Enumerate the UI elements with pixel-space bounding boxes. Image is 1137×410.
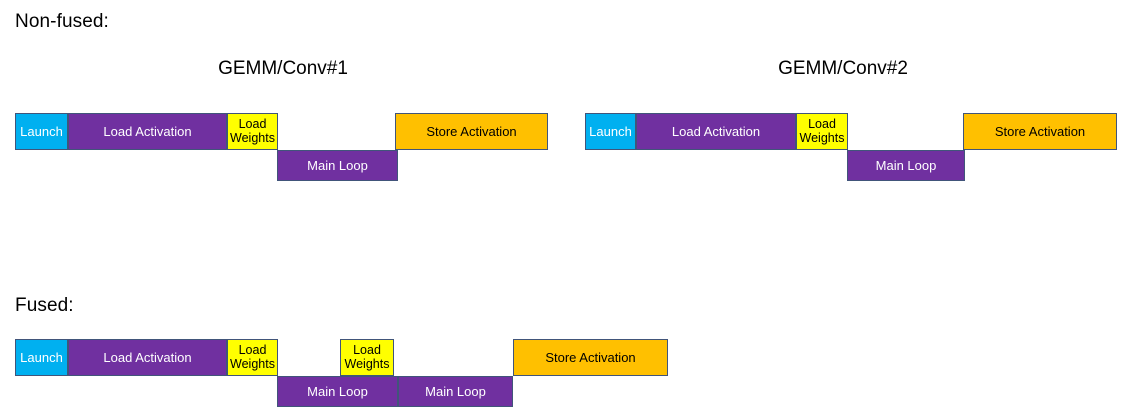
bar-load-weights: Load Weights: [340, 339, 394, 376]
bar-load-weights: Load Weights: [796, 113, 848, 150]
section-heading-non-fused: Non-fused:: [15, 11, 109, 32]
bar-store-activation: Store Activation: [513, 339, 668, 376]
bar-launch: Launch: [15, 339, 68, 376]
bar-load-activation: Load Activation: [68, 113, 227, 150]
bar-load-weights: Load Weights: [227, 339, 278, 376]
section-heading-fused: Fused:: [15, 295, 74, 316]
bar-store-activation: Store Activation: [395, 113, 548, 150]
bar-main-loop: Main Loop: [847, 150, 965, 181]
bar-main-loop: Main Loop: [398, 376, 513, 407]
group-title-gemm-conv-1: GEMM/Conv#1: [218, 58, 348, 79]
group-title-gemm-conv-2: GEMM/Conv#2: [778, 58, 908, 79]
bar-main-loop: Main Loop: [277, 150, 398, 181]
bar-store-activation: Store Activation: [963, 113, 1117, 150]
bar-launch: Launch: [585, 113, 636, 150]
bar-launch: Launch: [15, 113, 68, 150]
bar-main-loop: Main Loop: [277, 376, 398, 407]
bar-load-activation: Load Activation: [68, 339, 227, 376]
bar-load-activation: Load Activation: [636, 113, 796, 150]
bar-load-weights: Load Weights: [227, 113, 278, 150]
